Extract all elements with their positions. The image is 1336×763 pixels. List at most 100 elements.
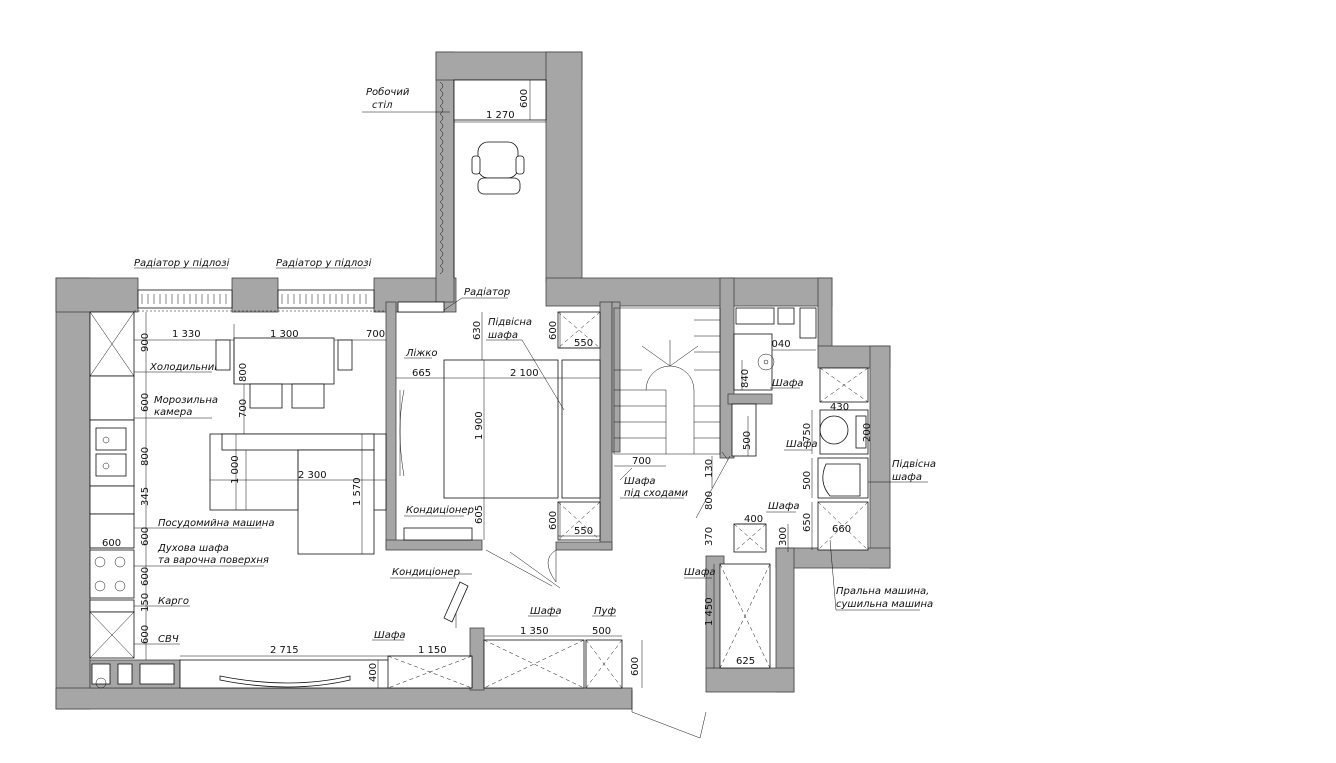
- dim-2715: 2 715: [270, 645, 299, 656]
- wardrobe-corridor-label: Шафа: [684, 567, 716, 578]
- dim-2300: 2 300: [298, 470, 327, 481]
- wardrobe-bath-1: [733, 333, 773, 391]
- hanging-bath-label-1: Підвісна: [892, 458, 936, 470]
- pouf-label: Пуф: [594, 606, 616, 617]
- dim-600-k1: 600: [140, 527, 151, 546]
- dim-600-f: 600: [140, 393, 151, 412]
- dim-630: 630: [472, 321, 483, 340]
- dim-1450: 1 450: [704, 597, 715, 626]
- dining-table: [233, 337, 335, 385]
- dim-700-top: 700: [366, 329, 385, 340]
- cargo-label: Карго: [158, 596, 189, 607]
- mirror-icon: [399, 389, 405, 477]
- dim-1570: 1 570: [352, 477, 363, 506]
- floor-radiators: Радіатор у підлозі Радіатор у підлозі Ра…: [134, 257, 510, 313]
- wardrobe-stairs-label-2: під сходами: [624, 487, 689, 499]
- dining-chair-icon: [291, 383, 325, 409]
- dim-840: 840: [740, 369, 751, 388]
- dim-660: 660: [832, 524, 851, 535]
- dim-600-k3: 600: [140, 625, 151, 644]
- dim-1900: 1 900: [474, 411, 485, 440]
- wardrobe-bath-label-2: Шафа: [786, 439, 818, 450]
- dim-300: 300: [778, 527, 789, 546]
- dim-1150: 1 150: [418, 645, 447, 656]
- work-desk-label-1: Робочий: [366, 86, 410, 98]
- radiator-label: Радіатор: [464, 286, 510, 298]
- dim-800-s: 800: [140, 447, 151, 466]
- washer-label-1: Пральна машина,: [836, 586, 929, 597]
- dim-370: 370: [704, 527, 715, 546]
- kitchen-living: Холодильник Морозильна камера Посудомийн…: [89, 311, 473, 689]
- hanging-wardrobe-label-1: Підвісна: [488, 316, 532, 328]
- work-desk: [453, 79, 547, 121]
- dim-200: 200: [862, 423, 873, 442]
- microwave-label: СВЧ: [158, 634, 179, 645]
- entry-door: [631, 690, 707, 739]
- dim-700-st: 700: [632, 456, 651, 467]
- washer-label-2: сушильна машина: [836, 599, 933, 610]
- toilet-icon: [819, 415, 849, 445]
- dim-750: 750: [802, 423, 813, 442]
- wardrobe-stairs-label-1: Шафа: [624, 476, 656, 487]
- dim-400-b: 400: [744, 514, 763, 525]
- entry-hall: Шафа Пуф 1 350 500 600 Кондиціонер: [390, 549, 707, 739]
- ac-label-2: Кондиціонер: [392, 566, 460, 578]
- tv-icon: [219, 675, 351, 688]
- dim-500-c: 500: [802, 471, 813, 490]
- dim-665: 665: [412, 368, 431, 379]
- hanging-bath-label-2: шафа: [892, 472, 922, 483]
- wardrobe-entry-label: Шафа: [530, 606, 562, 617]
- dim-600-k2: 600: [140, 567, 151, 586]
- dim-1330: 1 330: [172, 329, 201, 340]
- cooktop-icon: [89, 549, 135, 599]
- freezer-label-1: Морозильна: [154, 395, 218, 406]
- dim-430: 430: [830, 402, 849, 413]
- dim-605: 605: [474, 505, 485, 524]
- dim-1000: 1 000: [230, 455, 241, 484]
- dining-chair-icon: [249, 383, 283, 409]
- wardrobe-bath-label-1: Шафа: [772, 378, 804, 389]
- freezer-label-2: камера: [154, 407, 192, 418]
- dim-150: 150: [140, 593, 151, 612]
- ac-label-1: Кондиціонер: [406, 504, 474, 516]
- dim-500-p: 500: [592, 626, 611, 637]
- freezer: [89, 375, 135, 421]
- sofa: [209, 433, 387, 555]
- dim-345: 345: [140, 487, 151, 506]
- door-swing: [547, 549, 557, 583]
- dim-130: 130: [704, 459, 715, 478]
- dim-900: 900: [140, 333, 151, 352]
- air-conditioner-2: [443, 581, 469, 623]
- sink-icon: [95, 427, 127, 451]
- bed-label: Ліжко: [405, 347, 437, 359]
- dim-1040: 1 040: [762, 339, 791, 350]
- oven-label-1: Духова шафа: [157, 543, 229, 554]
- dim-700-t: 700: [238, 399, 249, 418]
- air-conditioner: [403, 527, 473, 541]
- hanging-wardrobe-label-2: шафа: [488, 330, 518, 341]
- bedroom: 665 2 100 1 900 630 605 600 550 600 550 …: [396, 311, 601, 589]
- dishwasher: [89, 513, 135, 549]
- wardrobe-hall-label: Шафа: [374, 630, 406, 641]
- dim-500-b: 500: [742, 431, 753, 450]
- dim-600-e: 600: [630, 657, 641, 676]
- dim-800-b: 800: [704, 491, 715, 510]
- bed: [443, 359, 559, 499]
- dim-600-desk: 600: [519, 89, 530, 108]
- dim-600-w1: 600: [548, 321, 559, 340]
- floor-radiator-1: [137, 289, 233, 309]
- dim-400-tv: 400: [368, 663, 379, 682]
- dim-650: 650: [802, 513, 813, 532]
- office-chair-icon: [471, 141, 525, 195]
- dim-550-a: 550: [574, 338, 593, 349]
- floor-radiator-2: [277, 289, 375, 309]
- oven-label-2: та варочна поверхня: [158, 555, 269, 566]
- dim-1350: 1 350: [520, 626, 549, 637]
- dishwasher-label: Посудомийна машина: [158, 518, 274, 529]
- radiator: [397, 301, 445, 313]
- dim-1270: 1 270: [486, 110, 515, 121]
- dining-chair-icon: [337, 339, 353, 371]
- floor-radiator-label-1: Радіатор у підлозі: [134, 257, 230, 269]
- stairs: 700 Шафа під сходами: [613, 307, 721, 499]
